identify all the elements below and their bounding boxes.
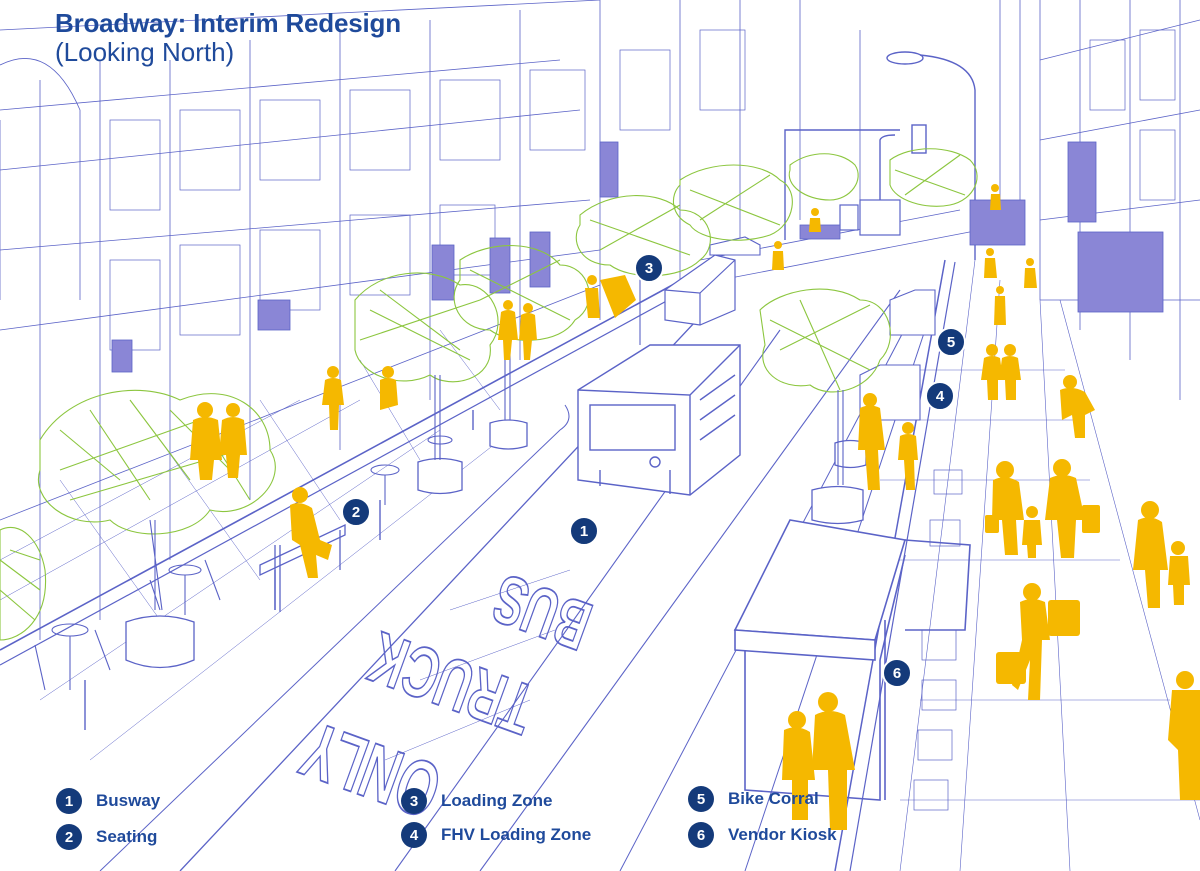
road-markings [384,569,571,761]
marker-busway: 1 [569,516,599,546]
legend-number: 2 [56,824,82,850]
road-text-only: ONLY [291,705,452,835]
legend-label: Bike Corral [728,789,819,808]
legend-number: 4 [401,822,427,848]
left-sidewalk [0,269,706,761]
bus-icon [577,344,741,496]
legend-number: 6 [688,822,714,848]
marker-fhv-loading-zone: 4 [925,381,955,411]
kiosk-icon [733,519,971,801]
cafe-table-icon [34,435,453,691]
legend-item-busway: 1 Busway [56,788,160,814]
legend-number: 1 [56,788,82,814]
legend-label: Vendor Kiosk [728,825,837,844]
legend-item-loading-zone: 3 Loading Zone [401,788,552,814]
legend-item-bike-corral: 5 Bike Corral [688,786,819,812]
legend-number: 3 [401,788,427,814]
page-title: Broadway: Interim Redesign [55,8,401,38]
marker-seating: 2 [341,497,371,527]
right-buildings [999,0,1200,400]
legend-item-seating: 2 Seating [56,824,157,850]
legend-item-vendor-kiosk: 6 Vendor Kiosk [688,822,837,848]
bollards [84,410,474,730]
planters [125,419,867,669]
marker-vendor-kiosk: 6 [882,658,912,688]
truck-icon [664,199,901,326]
road-text-bus: BUS [483,559,600,664]
left-buildings [0,0,861,640]
person-icon [190,184,1200,830]
marker-bike-corral: 5 [936,327,966,357]
streetlight-icon [784,51,976,260]
page-subtitle: (Looking North) [55,37,235,67]
legend-label: Busway [96,791,161,810]
banners [111,141,1164,373]
legend-label: Seating [96,827,158,846]
legend-number: 5 [688,786,714,812]
legend-label: Loading Zone [441,791,553,810]
diagram-title: Broadway: Interim Redesign (Looking Nort… [55,8,401,66]
marker-loading-zone: 3 [634,253,664,283]
legend-label: FHV Loading Zone [441,825,592,844]
legend-item-fhv-loading-zone: 4 FHV Loading Zone [401,822,591,848]
